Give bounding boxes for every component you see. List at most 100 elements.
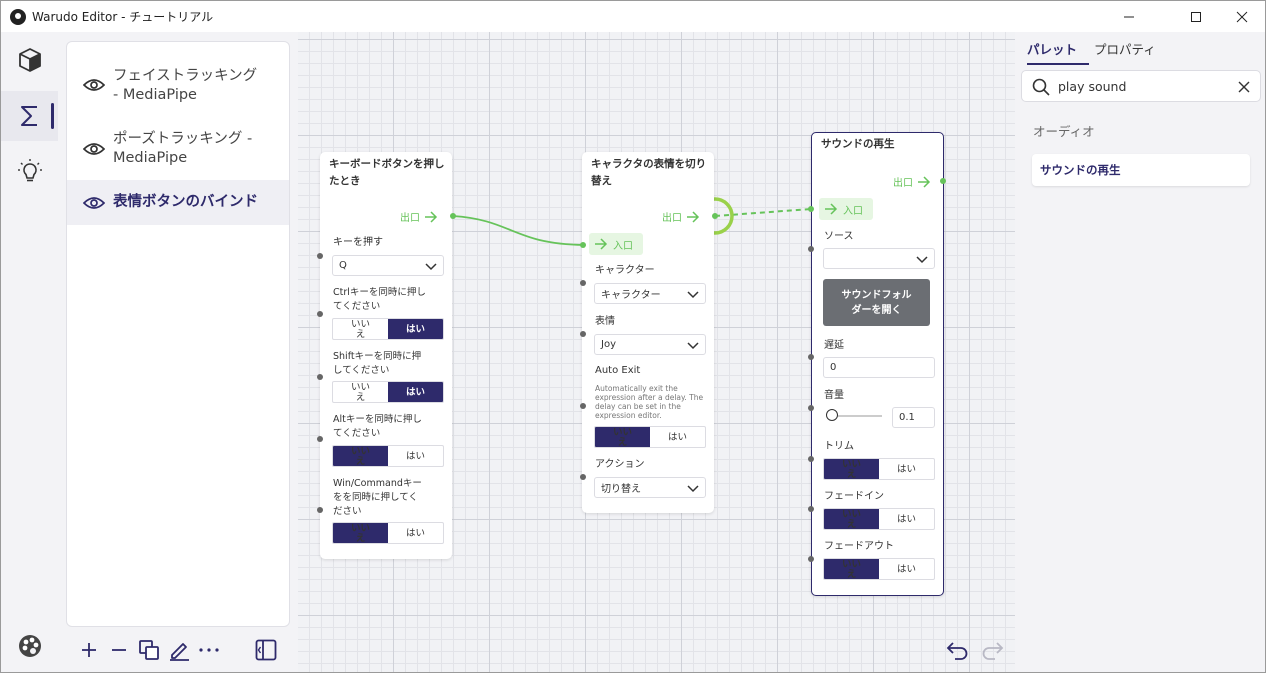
- rail-item-settings[interactable]: [1, 621, 58, 671]
- flow-input[interactable]: 入口: [819, 198, 873, 220]
- key-dropdown[interactable]: Q: [332, 255, 444, 276]
- eye-icon[interactable]: [83, 141, 105, 157]
- rail-item-blueprints[interactable]: [1, 91, 58, 141]
- data-input-port[interactable]: [317, 253, 323, 259]
- clear-search-icon[interactable]: [1238, 81, 1250, 93]
- left-rail: [1, 32, 58, 672]
- open-sound-folder-button[interactable]: サウンドフォルダーを開く: [823, 279, 930, 326]
- chevron-down-icon: [425, 263, 437, 271]
- node-set-expression[interactable]: キャラクタの表情を切り替え 出口 入口 キャラクター キャラクター 表情 Joy…: [582, 152, 714, 513]
- flow-output-port[interactable]: [940, 178, 946, 184]
- source-dropdown[interactable]: [823, 248, 935, 269]
- toggle-no[interactable]: いいえ: [333, 446, 388, 466]
- node-title: キーボードボタンを押したとき: [329, 158, 445, 187]
- character-dropdown[interactable]: キャラクター: [594, 283, 706, 304]
- data-input-port[interactable]: [808, 354, 814, 360]
- outline-item-face-tracking[interactable]: フェイストラッキング- MediaPipe: [67, 62, 289, 114]
- flow-input[interactable]: 入口: [589, 233, 643, 255]
- toggle-no[interactable]: いいえ: [824, 559, 879, 579]
- arrow-right-icon: [425, 210, 438, 223]
- trim-label: トリム: [824, 441, 854, 452]
- outline-item-expression-binding[interactable]: 表情ボタンのバインド: [67, 180, 289, 225]
- toggle-yes[interactable]: はい: [405, 527, 425, 539]
- node-keyboard-press[interactable]: キーボードボタンを押したとき 出口 キーを押す Q Ctrlキーを同時に押してく…: [320, 152, 452, 559]
- title-bar: Warudo Editor - チュートリアル: [1, 1, 1265, 32]
- toggle-yes[interactable]: はい: [896, 563, 916, 575]
- flow-output-port[interactable]: [450, 213, 456, 219]
- flow-output[interactable]: 出口: [662, 209, 700, 224]
- rail-item-plugins[interactable]: [1, 146, 58, 196]
- flow-output[interactable]: 出口: [400, 209, 438, 224]
- fade-in-toggle[interactable]: いいえ はい: [823, 508, 935, 530]
- search-input[interactable]: [1058, 78, 1228, 94]
- redo-button[interactable]: [980, 638, 1004, 662]
- expression-dropdown[interactable]: Joy: [594, 334, 706, 355]
- data-input-port[interactable]: [317, 311, 323, 317]
- eye-icon[interactable]: [83, 77, 105, 93]
- undo-button[interactable]: [946, 638, 970, 662]
- active-tab-underline: [1027, 63, 1089, 65]
- toggle-sidebar-button[interactable]: [253, 635, 279, 665]
- data-input-port[interactable]: [808, 246, 814, 252]
- minimize-icon[interactable]: [1106, 1, 1152, 32]
- more-button[interactable]: [196, 635, 222, 665]
- volume-slider-knob[interactable]: [826, 409, 838, 421]
- delay-input[interactable]: 0: [823, 357, 935, 378]
- flow-output[interactable]: 出口: [893, 174, 931, 189]
- palette-result-item[interactable]: サウンドの再生: [1032, 154, 1250, 186]
- trim-toggle[interactable]: いいえ はい: [823, 458, 935, 480]
- flow-input-port[interactable]: [580, 242, 586, 248]
- add-button[interactable]: [76, 635, 102, 665]
- alt-toggle[interactable]: いいえ はい: [332, 445, 444, 467]
- toggle-yes[interactable]: はい: [388, 382, 443, 402]
- toggle-no[interactable]: いいえ: [595, 427, 650, 447]
- toggle-no[interactable]: いいえ: [350, 382, 370, 403]
- win-toggle[interactable]: いいえ はい: [332, 522, 444, 544]
- toggle-no[interactable]: いいえ: [333, 523, 388, 543]
- blueprint-canvas[interactable]: キーボードボタンを押したとき 出口 キーを押す Q Ctrlキーを同時に押してく…: [298, 32, 1015, 672]
- action-dropdown[interactable]: 切り替え: [594, 477, 706, 498]
- toggle-yes[interactable]: はい: [405, 450, 425, 462]
- fade-out-toggle[interactable]: いいえ はい: [823, 558, 935, 580]
- toggle-no-label-line2: え: [355, 329, 366, 340]
- data-input-port[interactable]: [808, 405, 814, 411]
- flow-output-port[interactable]: [712, 213, 718, 219]
- data-input-port[interactable]: [580, 331, 586, 337]
- tab-palette[interactable]: パレット: [1027, 42, 1078, 57]
- toggle-yes[interactable]: はい: [896, 513, 916, 525]
- toggle-no[interactable]: いいえ: [350, 319, 370, 340]
- volume-slider[interactable]: [826, 409, 882, 423]
- connection-expression-to-sound-dragging: [714, 208, 812, 217]
- plus-icon: [82, 643, 96, 657]
- data-input-port[interactable]: [580, 474, 586, 480]
- rail-item-assets[interactable]: [1, 35, 58, 85]
- data-input-port[interactable]: [317, 374, 323, 380]
- auto-exit-toggle[interactable]: いいえ はい: [594, 426, 706, 448]
- data-input-port[interactable]: [808, 506, 814, 512]
- data-input-port[interactable]: [808, 456, 814, 462]
- data-input-port[interactable]: [580, 280, 586, 286]
- duplicate-button[interactable]: [136, 635, 162, 665]
- shift-toggle[interactable]: いいえ はい: [332, 381, 444, 403]
- toggle-yes[interactable]: はい: [667, 431, 687, 443]
- flow-input-port[interactable]: [808, 206, 814, 212]
- volume-input[interactable]: 0.1: [892, 407, 935, 428]
- eye-icon[interactable]: [83, 195, 105, 211]
- tab-properties[interactable]: プロパティ: [1094, 42, 1156, 57]
- node-play-sound[interactable]: サウンドの再生 出口 入口 ソース サウンドフォルダーを開く 遅延 0 音量: [811, 132, 944, 596]
- toggle-yes[interactable]: はい: [388, 319, 443, 339]
- toggle-no[interactable]: いいえ: [824, 459, 879, 479]
- close-icon[interactable]: [1219, 1, 1265, 32]
- data-input-port[interactable]: [317, 507, 323, 513]
- rename-button[interactable]: [166, 635, 192, 665]
- toggle-no[interactable]: いいえ: [824, 509, 879, 529]
- remove-button[interactable]: [106, 635, 132, 665]
- toggle-yes[interactable]: はい: [896, 463, 916, 475]
- data-input-port[interactable]: [317, 436, 323, 442]
- data-input-port[interactable]: [808, 556, 814, 562]
- ctrl-toggle[interactable]: いいえ はい: [332, 318, 444, 340]
- data-input-port[interactable]: [580, 403, 586, 409]
- toggle-no-label-line2: え: [846, 569, 857, 580]
- outline-item-pose-tracking[interactable]: ポーズトラッキング -MediaPipe: [67, 124, 289, 176]
- maximize-icon[interactable]: [1173, 1, 1219, 32]
